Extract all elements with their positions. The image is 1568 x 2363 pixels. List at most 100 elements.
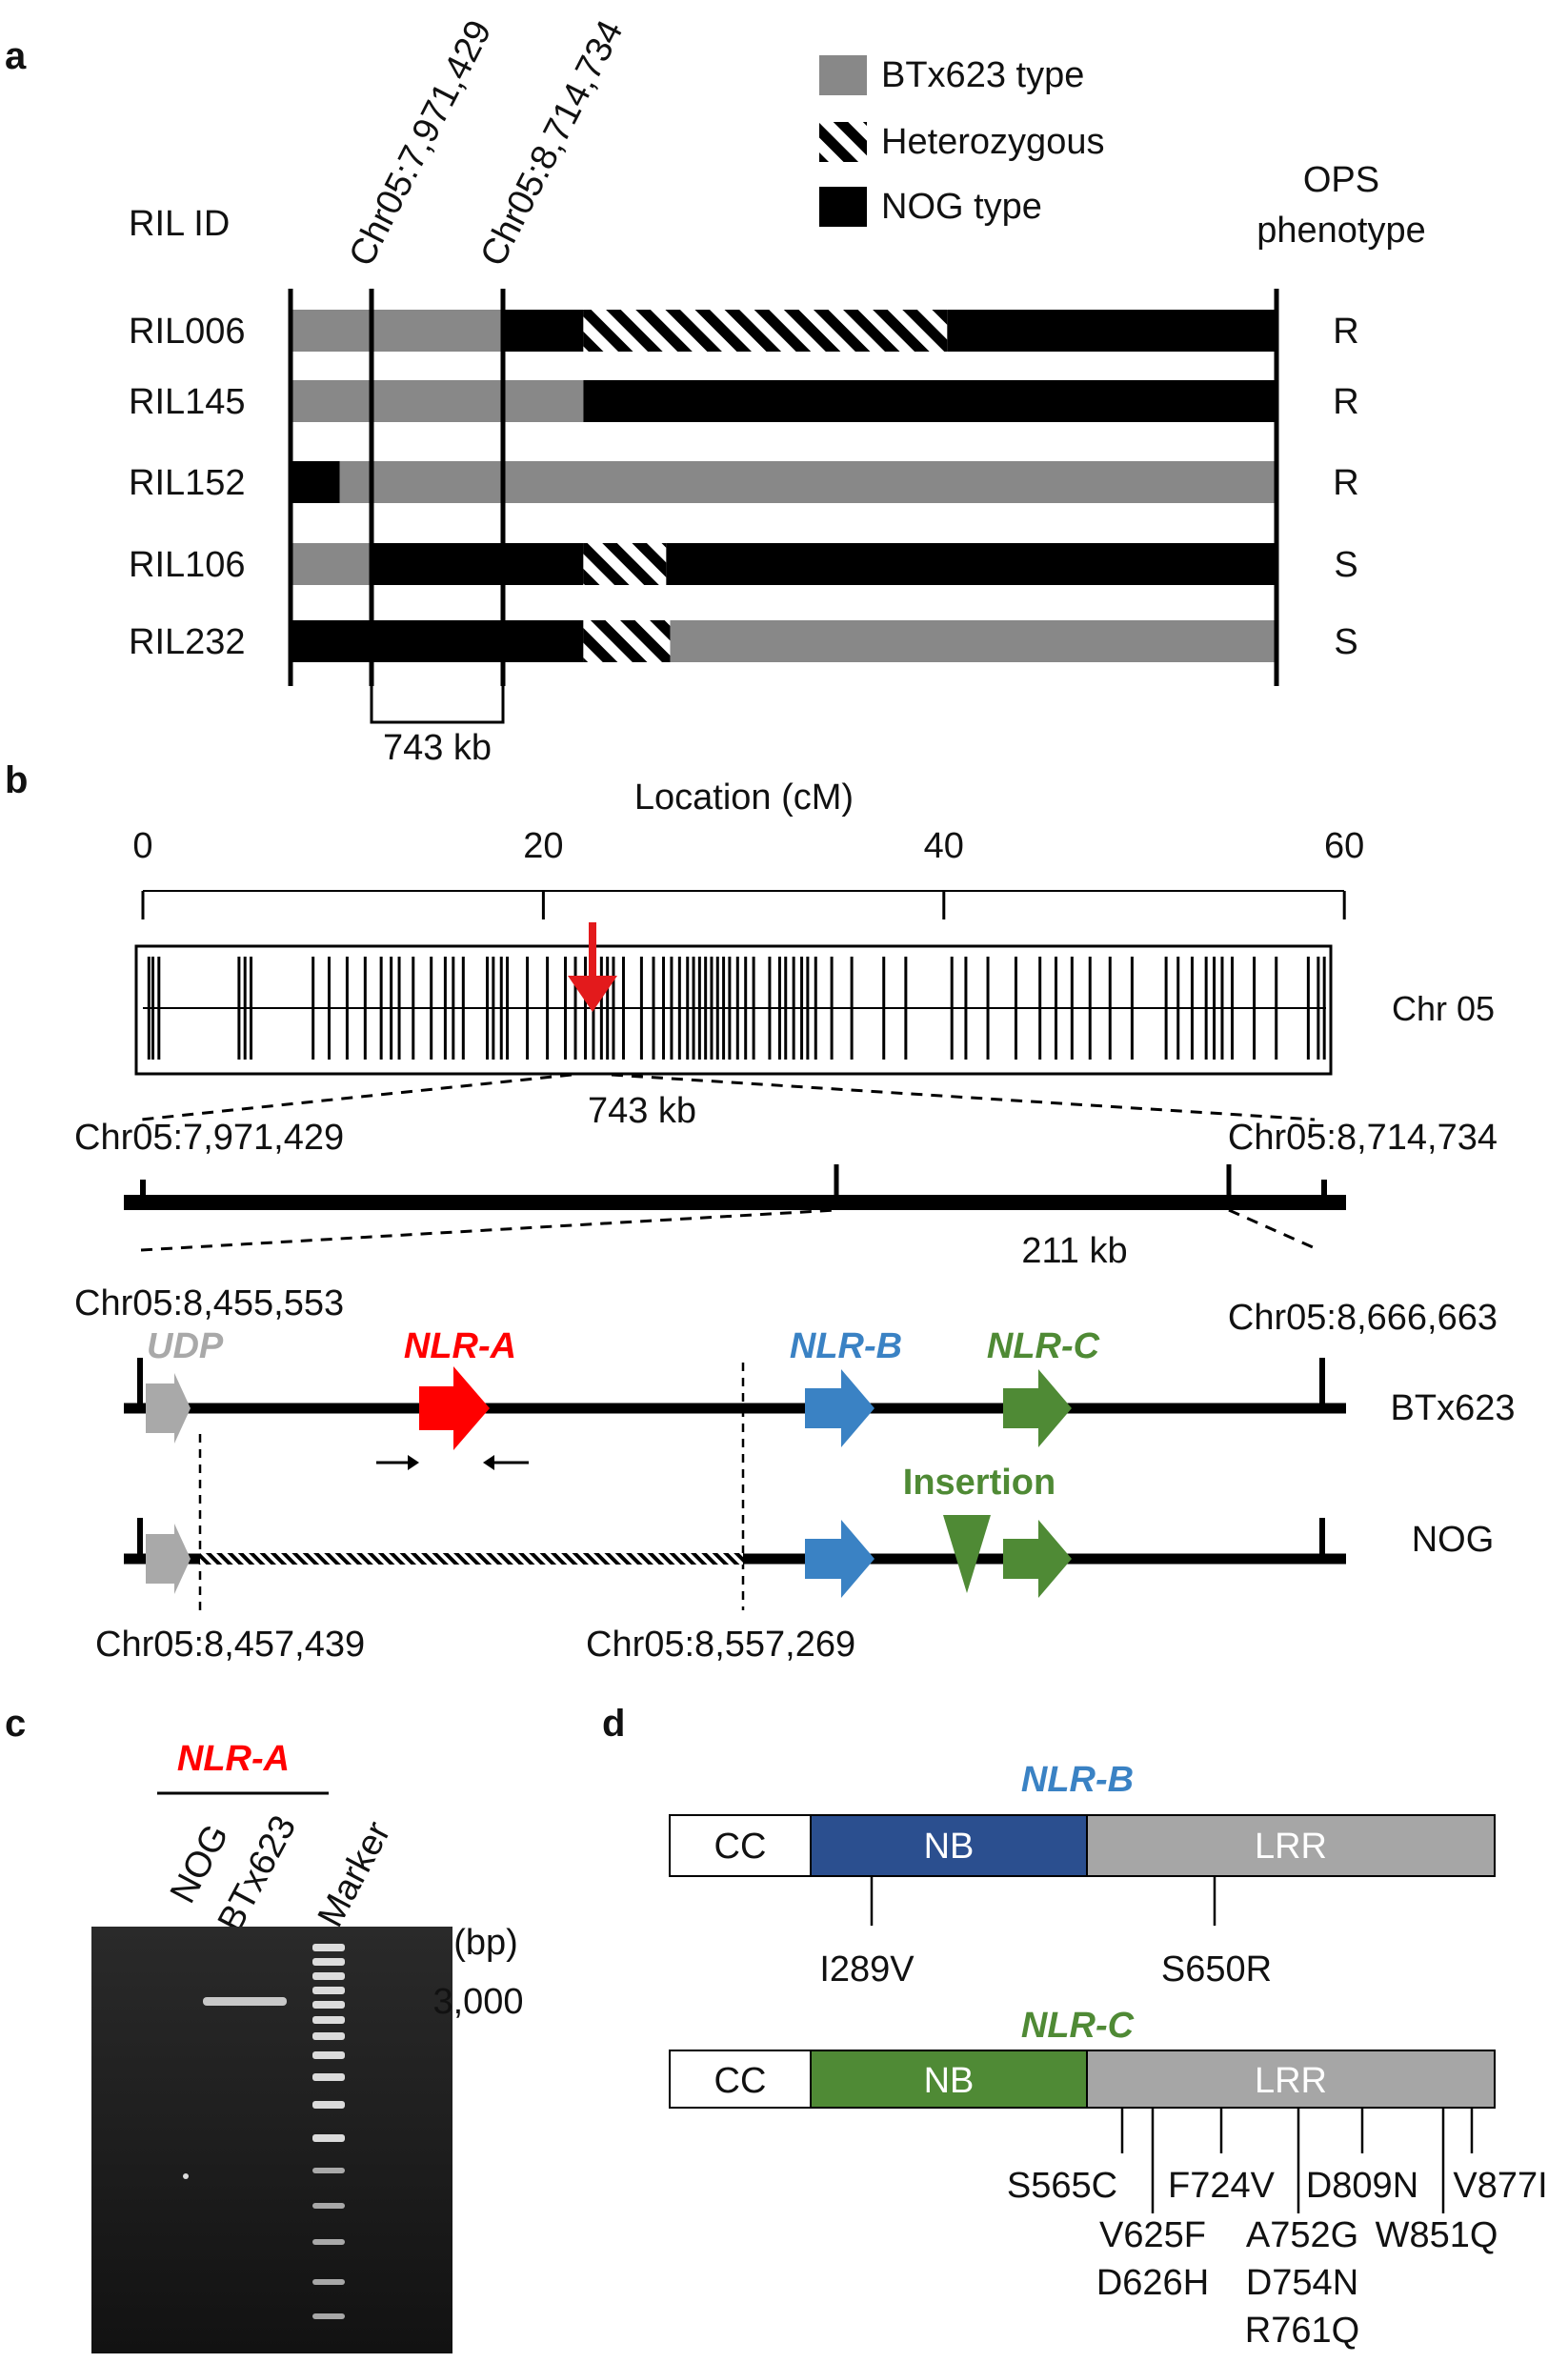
nlr-c-mutation: D754N xyxy=(1246,2263,1358,2303)
deletion-right-label: Chr05:8,557,269 xyxy=(586,1625,855,1665)
gel-band-btx623 xyxy=(203,1997,287,2006)
nlr-c-mutation: R761Q xyxy=(1245,2311,1359,2351)
red-arrowhead-icon xyxy=(568,976,617,1012)
axis-ticks: 0 20 40 60 xyxy=(132,826,1364,919)
udp-label: UDP xyxy=(147,1326,224,1366)
nlr-a-arrow-icon xyxy=(419,1366,490,1450)
gel-speck xyxy=(183,2173,189,2179)
legend-btx-label: BTx623 type xyxy=(881,55,1084,95)
nlr-c-label: NLR-C xyxy=(987,1326,1100,1366)
gel-gene-label: NLR-A xyxy=(177,1739,290,1779)
nlr-c-lrr-domain xyxy=(1086,2050,1496,2109)
genotype-segment-het xyxy=(583,310,948,352)
nog-track-label: NOG xyxy=(1412,1520,1495,1560)
legend-het-swatch xyxy=(819,122,867,162)
genotype-segment-btx xyxy=(291,310,504,352)
ladder-band xyxy=(312,1944,345,1951)
phenotype-label: S xyxy=(1334,545,1357,585)
ladder-band xyxy=(312,2134,345,2142)
chromosome-markers xyxy=(147,957,1326,1060)
nlr-b-protein-title: NLR-B xyxy=(1021,1760,1134,1800)
span-label: 743 kb xyxy=(383,728,492,768)
nlr-c-mutation: D626H xyxy=(1096,2263,1209,2303)
ril-id-label: RIL145 xyxy=(129,382,246,422)
axis-tick-label: 20 xyxy=(523,826,563,866)
genotype-segment-btx xyxy=(339,461,1277,503)
ladder-band xyxy=(312,2239,345,2245)
genotype-segment-nog xyxy=(947,310,1277,352)
nlr-c-protein-title: NLR-C xyxy=(1021,2006,1135,2046)
sub-left-label: Chr05:8,455,553 xyxy=(74,1283,344,1323)
ladder-band xyxy=(312,1958,345,1966)
phenotype-header: phenotype xyxy=(1256,211,1426,251)
legend-nog-label: NOG type xyxy=(881,187,1042,227)
panel-b-label: b xyxy=(5,759,28,801)
marker-left-label: Chr05:7,971,429 xyxy=(342,14,500,273)
nog-udp-arrow-icon xyxy=(146,1524,191,1594)
ril-id-label: RIL106 xyxy=(129,545,246,585)
ril-id-label: RIL232 xyxy=(129,622,246,662)
nog-nlr-b-arrow-icon xyxy=(805,1520,874,1598)
nlr-b-cc-domain xyxy=(669,1814,812,1877)
nlr-c-cc-domain xyxy=(669,2050,812,2109)
lane-btx623-label: BTx623 xyxy=(211,1809,305,1938)
genotype-segment-btx xyxy=(670,620,1277,662)
nlr-c-arrow-icon xyxy=(1003,1369,1072,1447)
nlr-c-mutation: V625F xyxy=(1099,2215,1206,2255)
marker-ladder xyxy=(312,1944,345,2319)
zoom-left-dash xyxy=(140,1073,573,1121)
phenotype-label: R xyxy=(1333,382,1358,422)
ladder-band xyxy=(312,2001,345,2009)
phenotype-label: R xyxy=(1333,312,1358,352)
phenotype-label: S xyxy=(1334,622,1357,662)
genotype-segment-het xyxy=(583,620,671,662)
chromosome-box xyxy=(134,944,1333,1076)
ladder-band xyxy=(312,2051,345,2059)
genotype-segment-nog xyxy=(371,543,584,585)
nlr-c-mutation: D809N xyxy=(1306,2166,1418,2206)
panel-a-legend: BTx623 type Heterozygous NOG type xyxy=(819,55,1104,227)
ril-id-label: RIL006 xyxy=(129,312,246,352)
axis-tick-label: 0 xyxy=(132,826,152,866)
genotype-segment-nog xyxy=(666,543,1277,585)
bp-size-label: 3,000 xyxy=(432,1982,523,2022)
nlr-b-mutation: S650R xyxy=(1161,1949,1272,1989)
marker-right-label: Chr05:8,714,734 xyxy=(473,14,632,273)
genotype-segment-nog xyxy=(291,620,584,662)
legend-btx-swatch xyxy=(819,55,867,95)
nlr-b-arrow-icon xyxy=(805,1369,874,1447)
nlr-c-mutation: A752G xyxy=(1246,2215,1358,2255)
axis-tick-label: 60 xyxy=(1324,826,1364,866)
axis-tick-label: 40 xyxy=(924,826,964,866)
panel-d: d NLR-B CC NB LRR I289V S650R NLR-C CC N… xyxy=(602,1703,1548,2351)
ladder-band xyxy=(312,2313,345,2319)
nlr-a-label: NLR-A xyxy=(404,1326,516,1366)
panel-c-label: c xyxy=(5,1703,26,1745)
ladder-band xyxy=(312,2203,345,2209)
nlr-b-lrr-domain xyxy=(1086,1814,1496,1877)
panel-c: c NLR-A NOG BTx623 Marker (bp) 3,000 xyxy=(5,1703,524,2353)
ladder-band xyxy=(312,2279,345,2285)
panel-a-label: a xyxy=(5,35,27,77)
nlr-b-nb-label: NB xyxy=(924,1827,975,1867)
ladder-band xyxy=(312,2032,345,2040)
ladder-band xyxy=(312,2168,345,2173)
insertion-label: Insertion xyxy=(903,1463,1055,1503)
region-left-label: Chr05:7,971,429 xyxy=(74,1118,344,1158)
deletion-left-label: Chr05:8,457,439 xyxy=(95,1625,365,1665)
panel-d-label: d xyxy=(602,1703,625,1745)
nlr-c-nb-label: NB xyxy=(924,2061,975,2101)
nlr-b-lrr-label: LRR xyxy=(1255,1827,1327,1867)
btx623-track-label: BTx623 xyxy=(1391,1388,1516,1428)
nlr-b-label: NLR-B xyxy=(790,1326,902,1366)
legend-het-label: Heterozygous xyxy=(881,122,1104,162)
nlr-b-mutation: I289V xyxy=(819,1949,915,1989)
ril-id-header: RIL ID xyxy=(129,204,230,244)
nlr-c-mutation: F724V xyxy=(1168,2166,1276,2206)
kb211-label: 211 kb xyxy=(1021,1231,1127,1271)
primer-arrows-icon xyxy=(376,1455,529,1470)
genotype-segment-nog xyxy=(291,461,340,503)
